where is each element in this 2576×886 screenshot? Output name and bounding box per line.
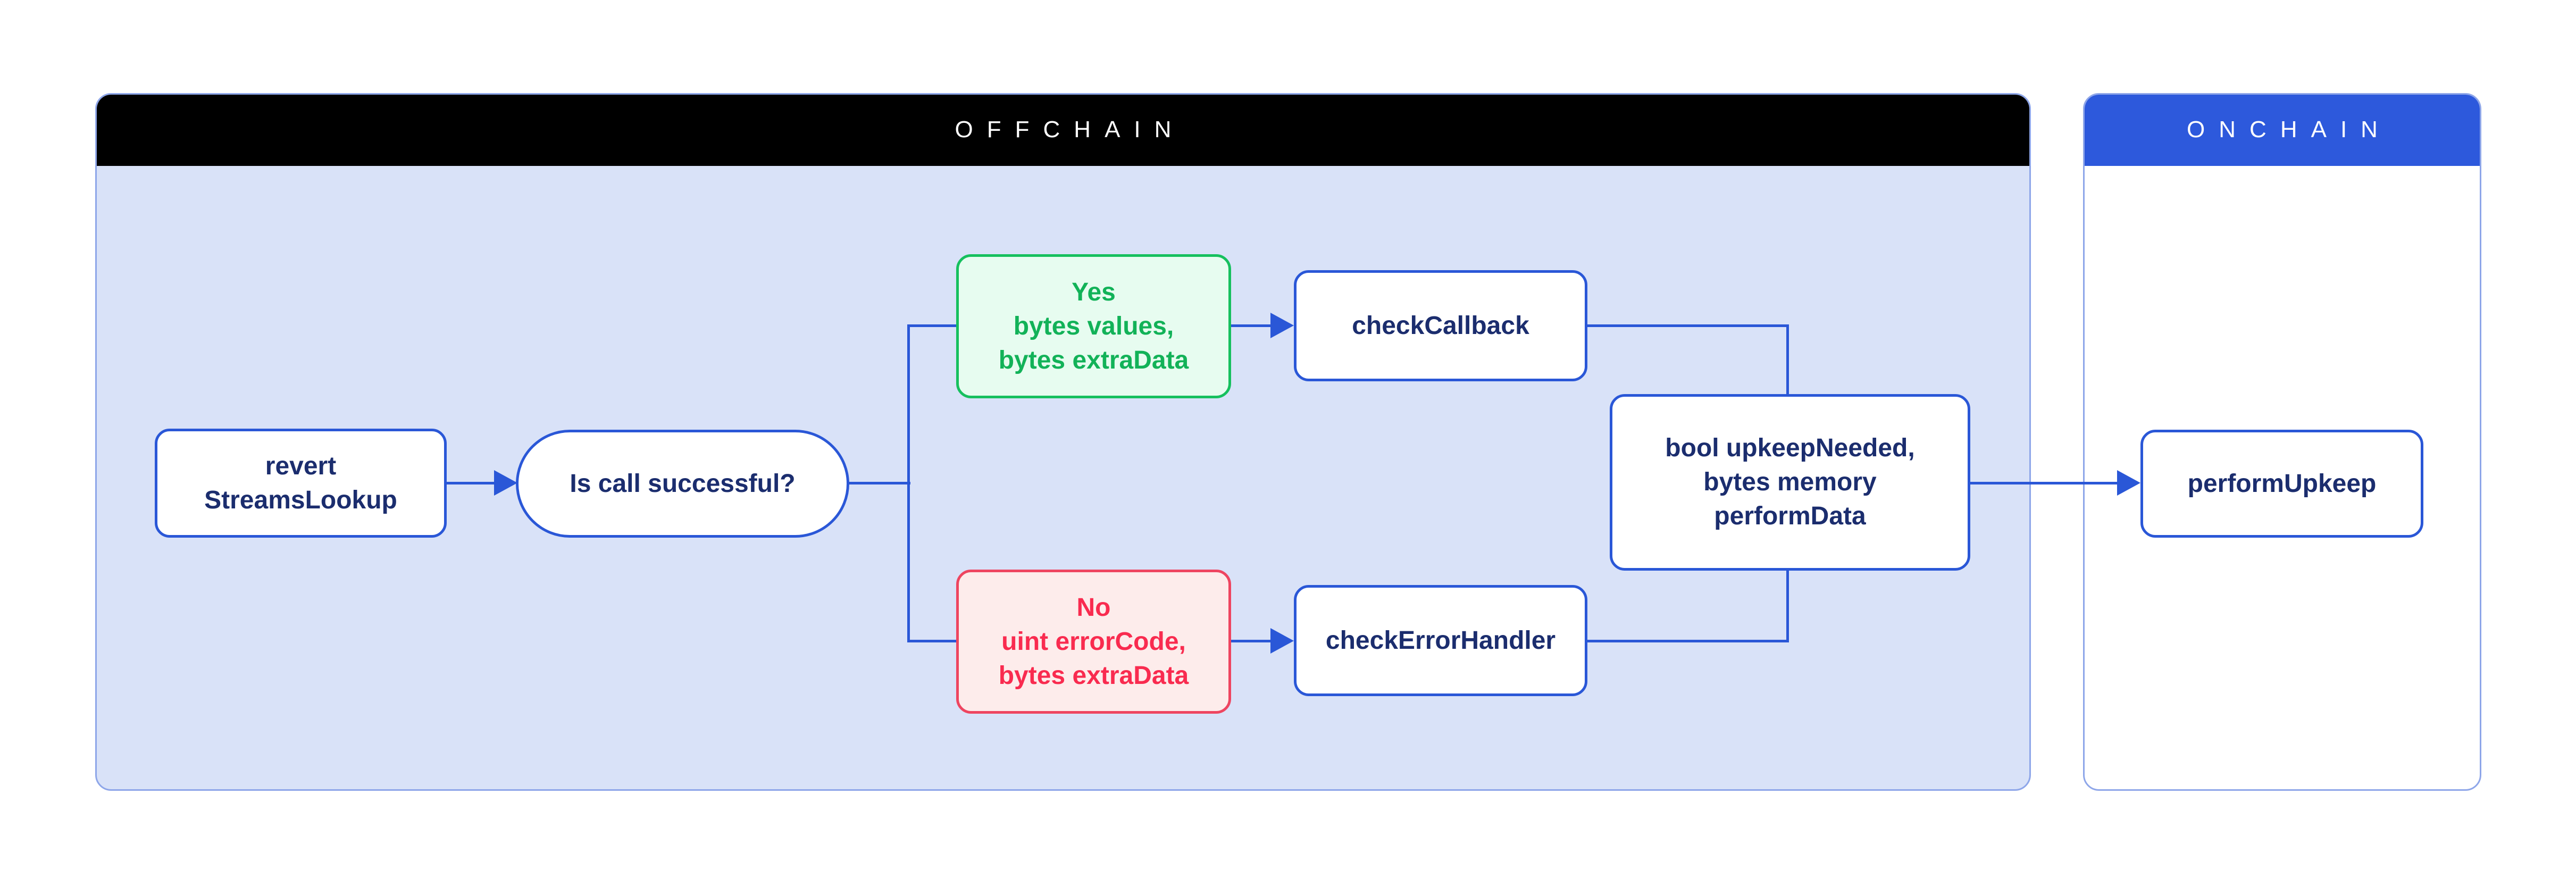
arrowhead-into-checkerrorhandler xyxy=(1270,628,1294,654)
node-text-line: Yes xyxy=(1072,278,1116,306)
connector-branch-to-yes xyxy=(907,324,956,327)
connector-checkcallback-horizontal xyxy=(1586,324,1789,327)
node-text-line: checkErrorHandler xyxy=(1325,626,1556,655)
node-text-line: bytes values, xyxy=(1013,312,1174,340)
arrowhead-into-question xyxy=(494,470,517,496)
node-performupkeep: performUpkeep xyxy=(2140,430,2423,538)
arrowhead-into-checkcallback xyxy=(1270,313,1294,338)
onchain-title: ONCHAIN xyxy=(2187,116,2391,143)
node-text-line: checkCallback xyxy=(1352,311,1529,340)
node-upkeep-result: bool upkeepNeeded, bytes memory performD… xyxy=(1610,394,1970,571)
node-checkcallback: checkCallback xyxy=(1294,270,1587,381)
connector-yes-to-checkcallback xyxy=(1230,324,1274,327)
node-text-line: No xyxy=(1076,593,1111,622)
connector-branch-vertical xyxy=(907,324,910,642)
connector-checkerrorhandler-horizontal xyxy=(1586,640,1789,642)
node-text-line: Is call successful? xyxy=(570,469,796,498)
connector-no-to-checkerrorhandler xyxy=(1230,640,1274,642)
connector-checkcallback-down xyxy=(1786,324,1789,397)
onchain-header: ONCHAIN xyxy=(2085,95,2480,166)
connector-revert-to-question xyxy=(447,482,497,484)
arrowhead-into-performupkeep xyxy=(2117,470,2140,496)
connector-question-to-branch xyxy=(848,482,910,484)
node-checkerrorhandler: checkErrorHandler xyxy=(1294,585,1587,696)
node-text-line: revert xyxy=(265,452,337,480)
node-text-line: performData xyxy=(1714,502,1866,530)
offchain-header: OFFCHAIN xyxy=(97,95,2029,166)
node-revert-streamslookup: revert StreamsLookup xyxy=(155,429,447,538)
node-text-line: bytes extraData xyxy=(998,346,1189,374)
offchain-title: OFFCHAIN xyxy=(955,116,1185,143)
node-yes-branch: Yes bytes values, bytes extraData xyxy=(956,254,1231,398)
node-is-call-successful: Is call successful? xyxy=(516,430,849,538)
node-text-line: StreamsLookup xyxy=(204,486,397,514)
connector-branch-to-no xyxy=(907,640,956,642)
node-text-line: uint errorCode, xyxy=(1001,627,1186,656)
connector-result-to-performupkeep xyxy=(1969,482,2120,484)
node-text-line: bool upkeepNeeded, xyxy=(1665,434,1915,462)
node-text-line: bytes extraData xyxy=(998,661,1189,690)
node-no-branch: No uint errorCode, bytes extraData xyxy=(956,570,1231,714)
node-text-line: bytes memory xyxy=(1703,468,1877,496)
node-text-line: performUpkeep xyxy=(2187,469,2377,498)
connector-checkerrorhandler-up xyxy=(1786,569,1789,642)
